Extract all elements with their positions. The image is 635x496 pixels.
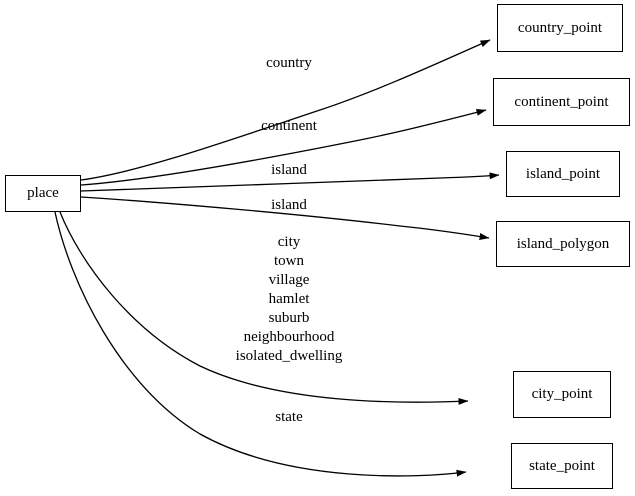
edge-label-city_point: city town village hamlet suburb neighbourhood… (236, 233, 343, 366)
edge-label-state_point: state (275, 409, 303, 426)
edge-label-island_polygon: island (271, 197, 307, 214)
edge-place-to-country_point (80, 39, 491, 181)
node-city_point[interactable]: city_point (513, 371, 611, 418)
node-state_point[interactable]: state_point (511, 443, 613, 489)
edge-place-to-island_point (80, 172, 500, 192)
node-continent_point[interactable]: continent_point (493, 78, 630, 126)
edge-place-to-continent_point (80, 108, 487, 186)
edge-label-line: island (271, 197, 307, 213)
edge-label-line: suburb (268, 310, 310, 326)
edge-place-to-state_point (54, 211, 467, 477)
edge-label-line: island (271, 162, 307, 178)
edge-label-line: continent (261, 118, 317, 134)
node-label: city_point (531, 386, 593, 402)
edge-label-line: country (266, 55, 312, 71)
edge-label-line: town (274, 253, 304, 269)
edge-place-to-island_polygon (80, 196, 490, 240)
node-label: continent_point (514, 93, 609, 110)
node-label: country_point (517, 19, 603, 36)
edge-label-line: village (268, 272, 310, 288)
edge-label-line: state (275, 409, 303, 425)
node-label: place (27, 185, 59, 201)
edge-label-line: isolated_dwelling (235, 348, 343, 364)
node-label: island_point (525, 165, 601, 182)
node-label: state_point (529, 457, 595, 474)
edge-label-country_point: country (266, 55, 312, 72)
edge-label-line: neighbourhood (243, 329, 335, 345)
edge-label-island_point: island (271, 162, 307, 179)
edge-place-to-city_point (59, 211, 469, 405)
edge-label-continent_point: continent (261, 118, 317, 135)
edge-label-line: hamlet (268, 291, 310, 307)
edge-label-line: city (277, 234, 301, 250)
node-label: island_polygon (516, 235, 610, 252)
node-place[interactable]: place (5, 175, 81, 212)
edge-path-group (54, 39, 500, 477)
node-island_polygon[interactable]: island_polygon (496, 221, 630, 267)
node-country_point[interactable]: country_point (497, 4, 623, 52)
node-island_point[interactable]: island_point (506, 151, 620, 197)
